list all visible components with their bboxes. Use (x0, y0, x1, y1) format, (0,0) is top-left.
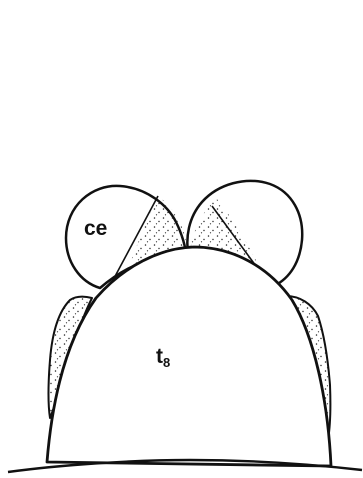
label-tergite-subscript: 8 (163, 355, 170, 370)
label-tergite-main: t (156, 345, 163, 368)
label-cercus: ce (84, 217, 107, 240)
